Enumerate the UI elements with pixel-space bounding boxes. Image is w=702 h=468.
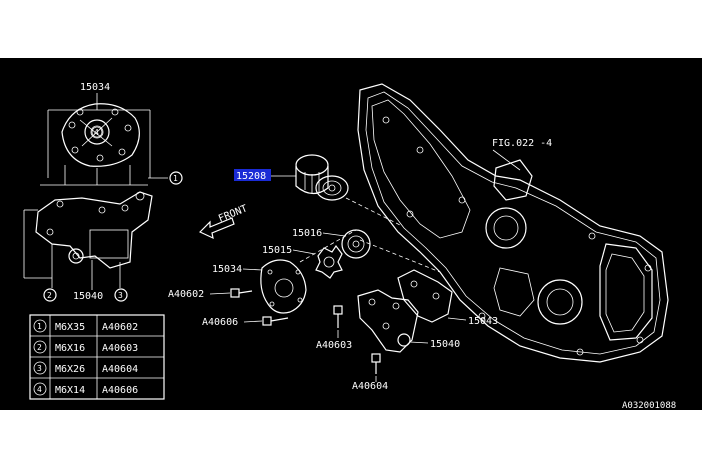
table-row-4-part[interactable]: A40606 xyxy=(102,385,138,396)
table-row-1-size: M6X35 xyxy=(55,322,85,333)
callout-1-label[interactable]: 1 xyxy=(173,174,178,183)
callout-3 xyxy=(114,288,128,302)
callout-2 xyxy=(43,288,57,302)
label-15015[interactable]: 15015 xyxy=(262,245,292,256)
label-a40604[interactable]: A40604 xyxy=(352,381,388,392)
label-a40603[interactable]: A40603 xyxy=(316,340,352,351)
bolt-a40602[interactable]: A40602 xyxy=(168,288,253,300)
bolt-a40603[interactable]: A40603 xyxy=(316,305,352,351)
label-15034-top[interactable]: 15034 xyxy=(80,82,110,93)
label-15040-left[interactable]: 15040 xyxy=(73,291,103,302)
table-row-2-num: 2 xyxy=(37,343,42,352)
callout-3-label[interactable]: 3 xyxy=(118,291,123,300)
oil-filter-15208[interactable]: 15208 xyxy=(234,154,401,226)
pump-cover-15034[interactable]: 15034 xyxy=(212,259,307,314)
label-15034[interactable]: 15034 xyxy=(212,264,242,275)
table-row-1-part[interactable]: A40602 xyxy=(102,322,138,333)
label-a40602[interactable]: A40602 xyxy=(168,289,204,300)
label-a40606[interactable]: A40606 xyxy=(202,317,238,328)
label-15040[interactable]: 15040 xyxy=(430,339,460,350)
callout-1 xyxy=(169,171,183,185)
pump-bracket xyxy=(35,191,153,269)
bolt-a40604[interactable]: A40604 xyxy=(352,353,388,392)
bracket-15040[interactable]: 15040 xyxy=(357,289,460,353)
rotor-15015[interactable]: 15015 xyxy=(262,244,343,279)
label-15208[interactable]: 15208 xyxy=(236,171,266,182)
table-row-1-num: 1 xyxy=(37,322,42,331)
callout-2-label[interactable]: 2 xyxy=(47,291,52,300)
table-row-2-size: M6X16 xyxy=(55,343,85,354)
timing-cover[interactable]: FIG.022 -4 xyxy=(299,83,669,363)
bolt-a40606[interactable]: A40606 xyxy=(202,316,289,328)
highlight-15208 xyxy=(234,169,271,181)
table-row-3-size: M6X26 xyxy=(55,364,85,375)
pump-body-outline xyxy=(61,103,140,167)
table-row-3-part[interactable]: A40604 xyxy=(102,364,138,375)
table-row-3-num: 3 xyxy=(37,364,42,373)
bolt-table: 1 M6X35 A40602 2 M6X16 A40603 3 M6X26 A4… xyxy=(29,314,165,400)
svg-text:4: 4 xyxy=(94,128,99,137)
fig-ref-label[interactable]: FIG.022 -4 xyxy=(492,138,552,149)
table-row-4-size: M6X14 xyxy=(55,385,85,396)
table-row-2-part[interactable]: A40603 xyxy=(102,343,138,354)
left-detail-view: 15034 4 xyxy=(23,82,183,302)
table-row-4-num: 4 xyxy=(37,385,42,394)
image-code: A032001088 xyxy=(622,401,676,410)
parts-diagram: 15034 4 xyxy=(0,58,702,410)
label-15016[interactable]: 15016 xyxy=(292,228,322,239)
